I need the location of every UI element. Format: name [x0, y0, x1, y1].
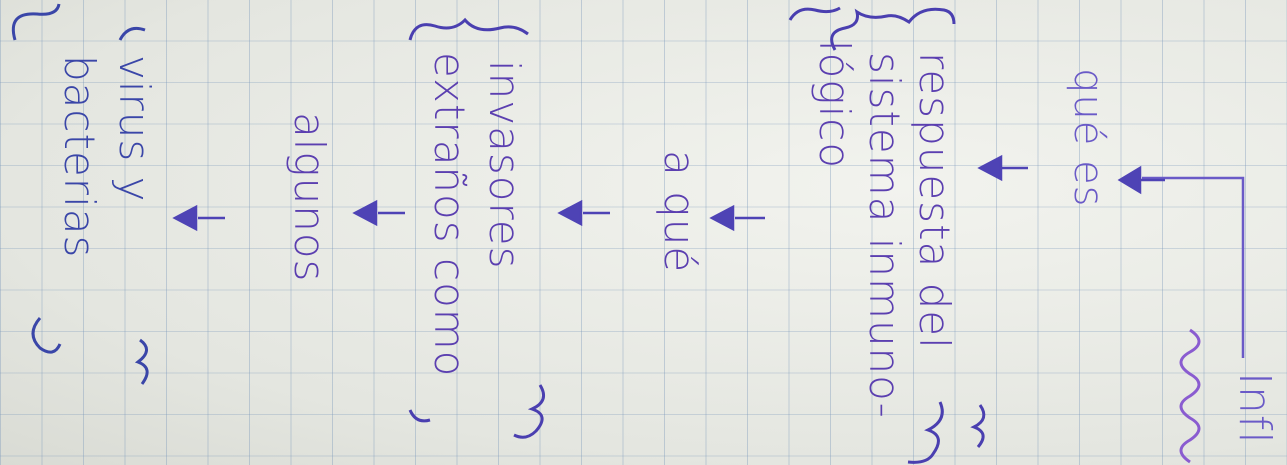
brace-close-icon [408, 409, 431, 423]
brace-close-icon [513, 384, 546, 439]
arrow-icon [977, 154, 1028, 182]
brace-open-icon [118, 26, 146, 41]
answer-3-line-1: virus y [110, 55, 159, 203]
brace-close-icon [970, 404, 986, 448]
brace-open-icon [408, 17, 529, 41]
arrow-icon [352, 199, 405, 227]
brace-close-icon [31, 317, 62, 354]
arrow-icon [172, 204, 225, 232]
brace-open-icon [788, 6, 841, 21]
brace-close-icon [134, 338, 149, 385]
answer-3-line-2: bacterias [55, 55, 104, 259]
arrow-icon [557, 199, 610, 227]
wavy-decoration-icon [1179, 328, 1201, 464]
answer-2-line-2: extraños como [425, 52, 474, 378]
arrow-icon [1117, 165, 1165, 195]
question-que-es: qué es [1065, 68, 1111, 208]
note-title: Infl [1229, 372, 1280, 445]
brace-close-icon [907, 401, 944, 464]
connector-line [1142, 176, 1245, 358]
arrow-icon [709, 204, 765, 232]
answer-2-line-1: invasores [480, 60, 529, 270]
answer-line-2: sistema inmuno- [860, 52, 909, 419]
question-a-que: a qué [655, 150, 704, 274]
answer-line-1: respuesta del [910, 52, 959, 350]
answer-line-3: lógico [810, 40, 859, 170]
brace-open-icon [11, 3, 61, 41]
label-algunos: algunos [285, 112, 334, 283]
brace-open-icon [830, 7, 956, 51]
